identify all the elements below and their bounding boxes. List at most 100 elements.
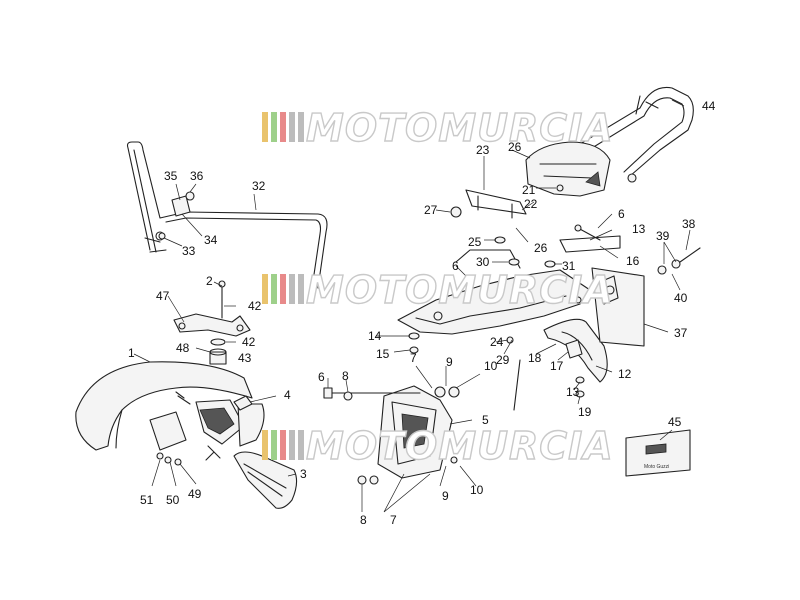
part-callout: 15 (376, 347, 390, 361)
bracket-17 (565, 339, 583, 359)
watermark-stripe (289, 274, 295, 304)
part-callout: 32 (252, 179, 266, 193)
part-callout: 45 (668, 415, 682, 429)
part-callout: 34 (204, 233, 218, 247)
part-callout: 10 (470, 483, 484, 497)
watermark-top: MOTOMURCIA (262, 105, 614, 151)
washer-30 (508, 258, 520, 266)
watermark-stripe (298, 274, 304, 304)
watermark-stripe (289, 430, 295, 460)
rod-18 (513, 359, 521, 411)
washer-14 (408, 332, 420, 340)
part-callout: 30 (476, 255, 490, 269)
part-callout: 6 (618, 207, 625, 221)
grab-rail-part (559, 86, 694, 183)
watermark-stripe (271, 430, 277, 460)
nut-9-b (357, 475, 379, 485)
part-callout: 18 (528, 351, 542, 365)
part-callout: 8 (360, 513, 367, 527)
part-callout: 6 (318, 370, 325, 384)
washer-25 (494, 236, 506, 244)
bolt-2 (218, 280, 226, 301)
part-callout: 37 (674, 326, 688, 340)
part-callout: 39 (656, 229, 670, 243)
tail-cover-part (465, 141, 611, 219)
watermark-stripe (271, 274, 277, 304)
part-callout: 21 (522, 183, 536, 197)
watermark-stripe (262, 430, 268, 460)
watermark-stripe (289, 112, 295, 142)
bolt-51 (156, 452, 164, 460)
watermark-bottom: MOTOMURCIA (262, 423, 614, 469)
tubular-frame-part (126, 141, 328, 289)
watermark-stripe (262, 112, 268, 142)
washer-39 (657, 259, 681, 275)
part-callout: 49 (188, 487, 202, 501)
front-mudguard-part (75, 361, 265, 461)
part-callout: 7 (410, 351, 417, 365)
part-callout: 12 (618, 367, 632, 381)
part-callout: 25 (468, 235, 482, 249)
part-callout: 42 (242, 335, 256, 349)
part-callout: 26 (534, 241, 548, 255)
reflector-part (233, 451, 298, 509)
part-callout: 13 (632, 222, 646, 236)
part-callout: 42 (248, 299, 262, 313)
part-callout: 13 (566, 385, 580, 399)
part-callout: 2 (206, 274, 213, 288)
part-callout: 44 (702, 99, 716, 113)
part-callout: 9 (442, 489, 449, 503)
part-callout: 16 (626, 254, 640, 268)
watermark-stripe (298, 112, 304, 142)
part-callout: 6 (452, 259, 459, 273)
callout-labels: 1234566677889910101213131415161718192122… (128, 99, 716, 527)
part-callout: 51 (140, 493, 154, 507)
part-callout: 5 (482, 413, 489, 427)
nut-10 (450, 456, 458, 464)
watermark-stripe (280, 274, 286, 304)
washer-13-b (575, 376, 585, 384)
watermark-middle: MOTOMURCIA (262, 267, 613, 313)
watermark-stripe (271, 112, 277, 142)
under-tray-part (397, 249, 591, 335)
part-callout: 36 (190, 169, 204, 183)
part-callout: 47 (156, 289, 170, 303)
part-callout: 7 (390, 513, 397, 527)
bolt-27 (450, 206, 462, 218)
bolt-50 (164, 456, 172, 464)
part-callout: 4 (284, 388, 291, 402)
watermark-stripe (280, 112, 286, 142)
washer-8 (343, 391, 353, 401)
part-callout: 31 (562, 259, 576, 273)
part-callout: 19 (578, 405, 592, 419)
part-callout: 29 (496, 353, 510, 367)
part-callout: 50 (166, 493, 180, 507)
part-callout: 8 (342, 369, 349, 383)
washer-31 (544, 260, 556, 268)
part-callout: 22 (524, 197, 538, 211)
part-callout: 35 (164, 169, 178, 183)
watermark-stripe (280, 430, 286, 460)
plate-holder-part (559, 235, 645, 347)
part-callout: 27 (424, 203, 438, 217)
bolt-49 (174, 458, 182, 466)
part-callout: 9 (446, 355, 453, 369)
part-callout: 40 (674, 291, 688, 305)
part-callout: 33 (182, 244, 196, 258)
nut-9 (434, 386, 460, 398)
bolt-33 (158, 232, 166, 240)
part-callout: 26 (508, 140, 522, 154)
bolt-38 (679, 247, 701, 263)
part-callout: 24 (490, 335, 504, 349)
leader-lines (133, 99, 691, 513)
watermark-text: MOTOMURCIA (306, 424, 614, 468)
part-callout: 10 (484, 359, 498, 373)
watermark-text: MOTOMURCIA (306, 106, 614, 150)
part-callout: 17 (550, 359, 564, 373)
bolt-6-right (574, 224, 601, 241)
washer-4 (233, 395, 253, 411)
inner-box-part (377, 385, 453, 479)
part-callout: 38 (682, 217, 696, 231)
